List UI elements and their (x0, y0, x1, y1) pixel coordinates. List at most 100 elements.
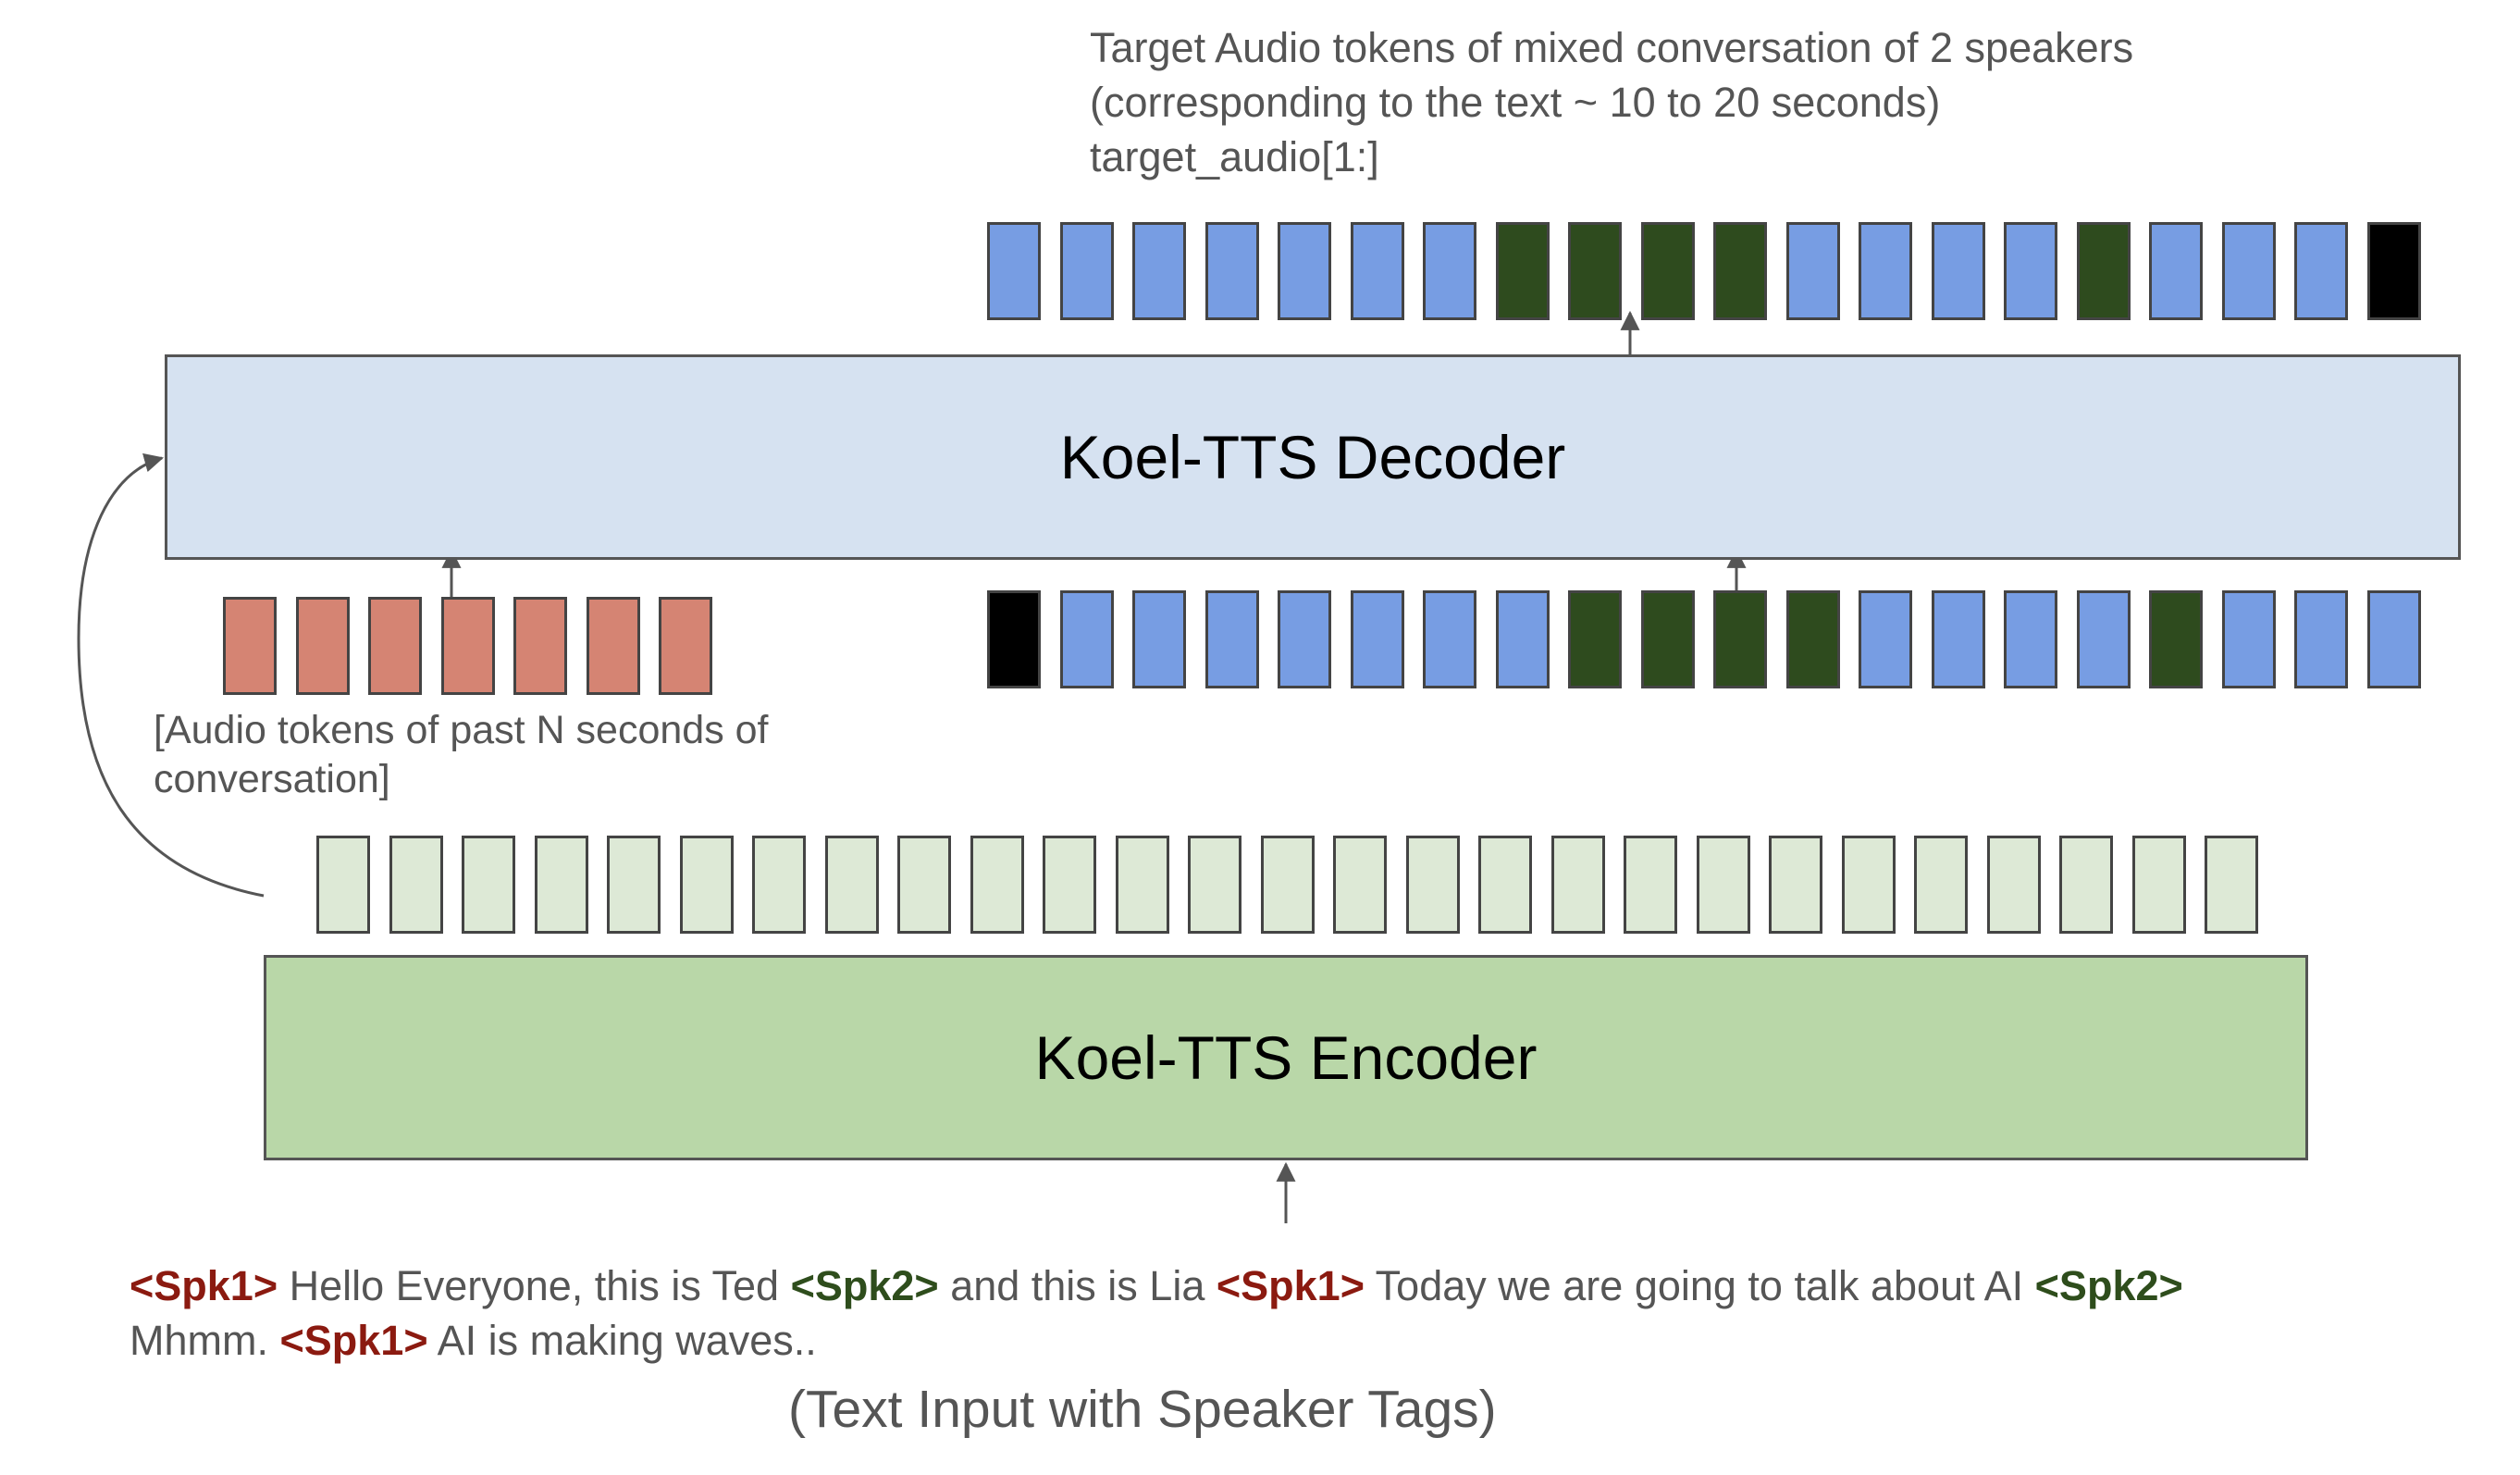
speaker1-audio-token (1859, 222, 1912, 320)
encoder-output-token (2131, 836, 2186, 934)
encoder-output-token (2205, 836, 2258, 934)
utterance-text: Hello Everyone, this is Ted (278, 1262, 791, 1309)
encoder-output-token (1696, 836, 1750, 934)
speaker2-audio-token (1640, 590, 1695, 688)
decoder-box: Koel-TTS Decoder (165, 354, 2461, 560)
speaker1-tag: <Spk1> (279, 1317, 428, 1364)
speaker1-tag: <Spk1> (1216, 1262, 1365, 1309)
speaker1-audio-token (2221, 590, 2276, 688)
encoder-to-decoder-arrow (77, 452, 265, 898)
speaker2-audio-token (1495, 222, 1550, 320)
context-audio-token (295, 597, 350, 695)
context-audio-token (513, 597, 567, 695)
encoder-output-token (752, 836, 806, 934)
speaker2-audio-token (1568, 222, 1622, 320)
speaker2-audio-token (1640, 222, 1695, 320)
encoder-output-token (1841, 836, 1896, 934)
speaker1-audio-token (1132, 222, 1186, 320)
encoder-label: Koel-TTS Encoder (1034, 1023, 1538, 1092)
encoder-output-token (1405, 836, 1460, 934)
speaker1-audio-token (2294, 222, 2348, 320)
speaker1-audio-token (1059, 590, 1114, 688)
speaker1-audio-token (1931, 590, 1985, 688)
speaker2-audio-token (1785, 590, 1840, 688)
encoder-output-token (316, 836, 370, 934)
encoder-output-token (897, 836, 951, 934)
speaker1-audio-token (2004, 222, 2057, 320)
context-audio-token (223, 597, 277, 695)
speaker1-audio-token (1785, 222, 1840, 320)
speaker1-audio-token (1423, 222, 1476, 320)
eos-token (2366, 222, 2421, 320)
target-caption-line2: (corresponding to the text ~ 10 to 20 se… (1090, 79, 1941, 126)
encoder-output-token (389, 836, 443, 934)
input-text-line2: Mhmm. <Spk1> AI is making waves.. (130, 1313, 2183, 1368)
speaker1-audio-token (1350, 590, 1404, 688)
speaker2-tag: <Spk2> (2034, 1262, 2183, 1309)
context-label-line2: conversation] (154, 757, 390, 801)
speaker1-audio-token (1204, 590, 1259, 688)
speaker1-audio-token (1204, 222, 1259, 320)
encoder-output-token (2059, 836, 2113, 934)
speaker2-audio-token (2149, 590, 2203, 688)
context-audio-token (659, 597, 712, 695)
speaker1-audio-token (1495, 590, 1550, 688)
speaker1-audio-token (1859, 590, 1912, 688)
input-text: <Spk1> Hello Everyone, this is Ted <Spk2… (130, 1258, 2183, 1368)
target-caption: Target Audio tokens of mixed conversatio… (1090, 20, 2133, 184)
utterance-text: and this is Lia (938, 1262, 1217, 1309)
speaker1-audio-token (1931, 222, 1985, 320)
encoder-output-token (534, 836, 588, 934)
speaker2-audio-token (1713, 222, 1767, 320)
speaker1-audio-token (1278, 222, 1331, 320)
decoder-label: Koel-TTS Decoder (1059, 423, 1566, 491)
encoder-output-token (1115, 836, 1169, 934)
target-caption-line1: Target Audio tokens of mixed conversatio… (1090, 24, 2134, 71)
context-label: [Audio tokens of past N seconds of conve… (154, 706, 769, 804)
encoder-output-token (1550, 836, 1605, 934)
speaker1-audio-token (987, 222, 1041, 320)
speaker1-audio-token (2076, 590, 2131, 688)
encoder-output-token (970, 836, 1024, 934)
encoder-output-token (1914, 836, 1968, 934)
speaker1-tag: <Spk1> (130, 1262, 278, 1309)
encoder-output-token (1986, 836, 2041, 934)
context-audio-token (440, 597, 495, 695)
encoder-output-token (1478, 836, 1532, 934)
utterance-text: Mhmm. (130, 1317, 280, 1364)
encoder-output-token (1260, 836, 1315, 934)
speaker1-audio-token (2366, 590, 2421, 688)
bos-token (987, 590, 1041, 688)
speaker2-audio-token (2076, 222, 2131, 320)
context-audio-token (586, 597, 640, 695)
speaker2-audio-token (1713, 590, 1767, 688)
encoder-output-token (607, 836, 661, 934)
input-text-line1: <Spk1> Hello Everyone, this is Ted <Spk2… (130, 1258, 2183, 1313)
encoder-output-token (1624, 836, 1677, 934)
context-label-line1: [Audio tokens of past N seconds of (154, 708, 769, 752)
speaker1-audio-token (2004, 590, 2057, 688)
speaker1-audio-token (2294, 590, 2348, 688)
speaker1-audio-token (1350, 222, 1404, 320)
encoder-output-token (679, 836, 734, 934)
encoder-output-token (1043, 836, 1096, 934)
context-audio-token (368, 597, 422, 695)
encoder-output-token (1188, 836, 1241, 934)
speaker2-tag: <Spk2> (790, 1262, 939, 1309)
footer-label: (Text Input with Speaker Tags) (788, 1380, 1497, 1439)
speaker1-audio-token (1423, 590, 1476, 688)
speaker1-audio-token (1132, 590, 1186, 688)
encoder-output-token (824, 836, 879, 934)
encoder-output-token (1769, 836, 1822, 934)
encoder-output-token (1333, 836, 1387, 934)
encoder-box: Koel-TTS Encoder (264, 955, 2308, 1160)
utterance-text: AI is making waves.. (427, 1317, 817, 1364)
speaker1-audio-token (1278, 590, 1331, 688)
target-caption-line3: target_audio[1:] (1090, 133, 1379, 180)
speaker1-audio-token (2221, 222, 2276, 320)
speaker1-audio-token (1059, 222, 1114, 320)
speaker1-audio-token (2149, 222, 2203, 320)
encoder-output-token (462, 836, 515, 934)
